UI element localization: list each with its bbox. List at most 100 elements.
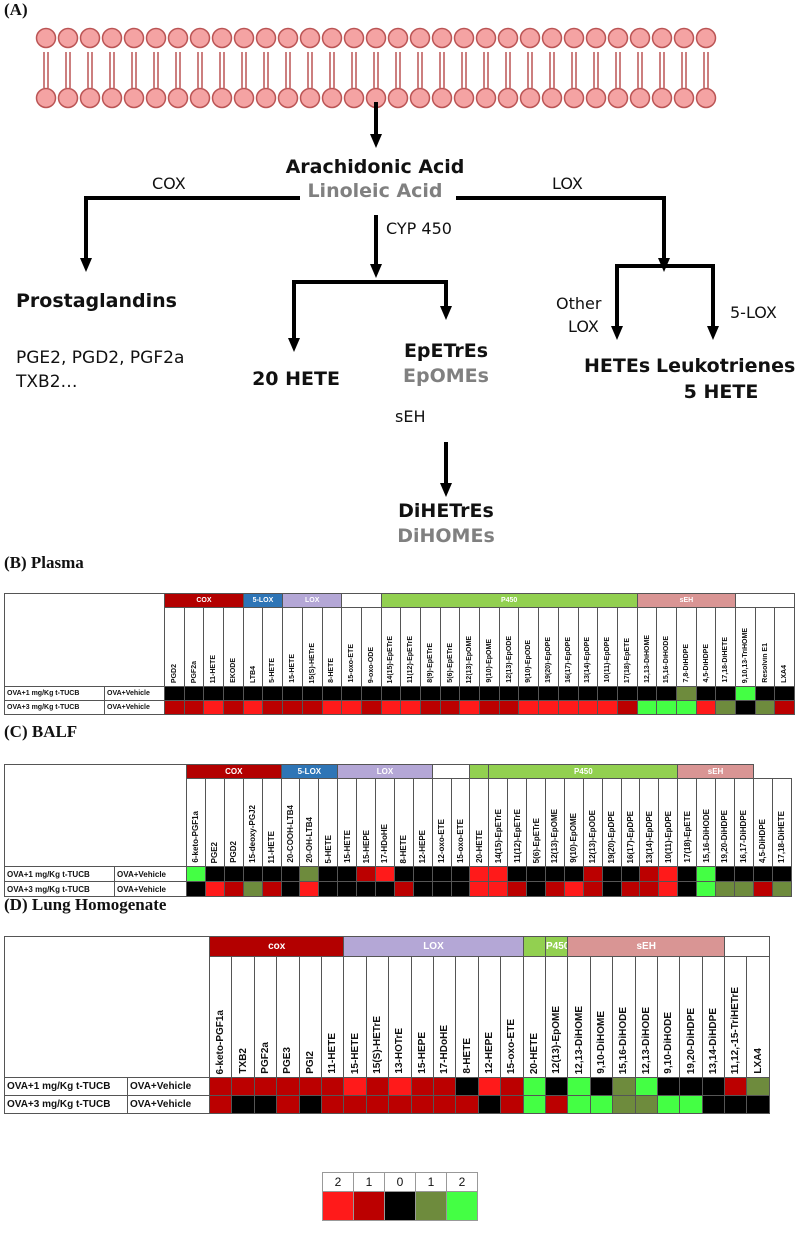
heatmap-cell — [735, 700, 756, 715]
analyte-label: 19(20)-EpDPE — [607, 810, 617, 863]
lipid-head — [211, 27, 233, 49]
heatmap-cell — [567, 1095, 591, 1114]
heatmap-cell — [204, 881, 225, 897]
heatmap-cell — [431, 866, 452, 882]
heatmap-cell — [522, 1077, 546, 1096]
heatmap-cell — [469, 866, 490, 882]
heatmap-cell — [479, 700, 500, 715]
other-lox-label-2: LOX — [568, 317, 599, 336]
heatmap-cell — [380, 686, 402, 701]
heatmap-cell — [754, 700, 776, 715]
analyte-label: 14(15)-EpETrE — [387, 635, 395, 683]
heatmap-cell — [337, 881, 358, 897]
heatmap-cell — [746, 1095, 770, 1114]
analyte-label: 15-oxo-ETE — [506, 1018, 518, 1074]
heatmap-cell — [752, 866, 773, 882]
heatmap-cell — [733, 881, 754, 897]
analyte-label: 20-HETE — [528, 1032, 540, 1074]
legend-swatch — [322, 1191, 354, 1221]
heatmap-cell — [455, 1077, 479, 1096]
analyte-label: 16(17)-EpDPE — [626, 810, 636, 863]
heatmap-cell — [280, 881, 301, 897]
heatmap-cell — [380, 700, 402, 715]
five-lox-label: 5-LOX — [730, 303, 777, 322]
analyte-label: 8-HETE — [461, 1038, 473, 1074]
heatmap-cell — [321, 700, 343, 715]
heatmap-cell — [656, 700, 678, 715]
analyte-label: LTB4 — [249, 666, 257, 683]
legend-label: 1 — [353, 1172, 385, 1192]
heatmap-cell — [526, 866, 547, 882]
heatmap-cell — [715, 700, 737, 715]
heatmap-cell — [498, 686, 520, 701]
analyte-label: 16,17-DiHDPE — [739, 810, 749, 863]
heatmap-cell — [538, 686, 559, 701]
heatmap-cell — [432, 1095, 457, 1114]
lipid-membrane — [35, 27, 717, 109]
heatmap-cell — [459, 686, 481, 701]
heatmap-cell — [374, 866, 395, 882]
analyte-label: 9,10-DiHODE — [663, 1012, 675, 1074]
heatmap-cell — [538, 700, 559, 715]
lipid-head — [695, 87, 717, 109]
analyte-label: LXA4 — [752, 1048, 764, 1074]
pathway-group-cox: COX — [186, 764, 282, 779]
lipid-head — [167, 27, 189, 49]
cyp450-label: CYP 450 — [386, 219, 452, 238]
legend-label: 2 — [322, 1172, 354, 1192]
heatmap-cell — [715, 686, 737, 701]
heatmap-cell — [410, 1095, 434, 1114]
heatmap-cell — [262, 686, 284, 701]
heatmap-cell — [563, 881, 584, 897]
analyte-label: 8-HETE — [399, 834, 409, 863]
heatmap-cell — [204, 866, 225, 882]
heatmap-cell — [164, 700, 185, 715]
heatmap-cell — [582, 866, 603, 882]
pathway-group-lox: LOX — [343, 936, 524, 957]
lipid-head — [453, 87, 475, 109]
pathway-group-lox: LOX — [337, 764, 433, 779]
lipid-head — [35, 27, 57, 49]
heatmap-cell — [400, 686, 421, 701]
pathway-group-5-lox: 5-LOX — [280, 764, 339, 779]
heatmap-cell — [724, 1095, 748, 1114]
lipid-head — [365, 27, 387, 49]
analyte-label: 15-HEPE — [416, 1032, 428, 1074]
pathway-group-seh: sEH — [636, 593, 737, 608]
leukotrienes-label: Leukotrienes — [656, 355, 796, 377]
analyte-label: 12,13-DiHOME — [643, 635, 651, 683]
pathway-group-p450: P450 — [380, 593, 638, 608]
lipid-head — [629, 87, 651, 109]
heatmap-cell — [321, 686, 343, 701]
analyte-label: PGE2 — [210, 841, 220, 863]
heatmap-cell — [676, 686, 697, 701]
heatmap-cell — [420, 686, 441, 701]
lipid-head — [79, 87, 101, 109]
analyte-label: EKODE — [229, 658, 237, 683]
analyte-label: 19(20)-EpDPE — [544, 637, 552, 683]
lipid-head — [321, 87, 343, 109]
lipid-head — [189, 87, 211, 109]
dihetres-label: DiHETrEs — [398, 500, 494, 522]
treatment-label: OVA+3 mg/Kg t-TUCB — [4, 1095, 128, 1114]
analyte-label: 17(18)-EpETE — [682, 811, 692, 863]
heatmap-cell — [223, 881, 244, 897]
heatmap-cell — [477, 1095, 502, 1114]
analyte-label: 8(9)-EpETrE — [426, 643, 434, 683]
analyte-label: 11(12)-EpETrE — [407, 635, 415, 683]
lipid-head — [123, 87, 145, 109]
heatmap-cell — [231, 1095, 255, 1114]
heatmap-cell — [500, 1095, 524, 1114]
lipid-head — [563, 87, 585, 109]
analyte-label: 12-oxo-ETE — [437, 818, 447, 863]
analyte-label: 9(10)-EpOME — [569, 813, 579, 863]
heatmap-cell — [299, 881, 320, 897]
heatmap-cell — [597, 686, 618, 701]
heatmap-cell — [253, 1095, 278, 1114]
heatmap-cell — [388, 1095, 412, 1114]
lipid-head — [101, 87, 123, 109]
heatmap-cell — [754, 686, 776, 701]
pathway-group-p450: P450 — [488, 764, 679, 779]
lipid-head — [299, 27, 321, 49]
